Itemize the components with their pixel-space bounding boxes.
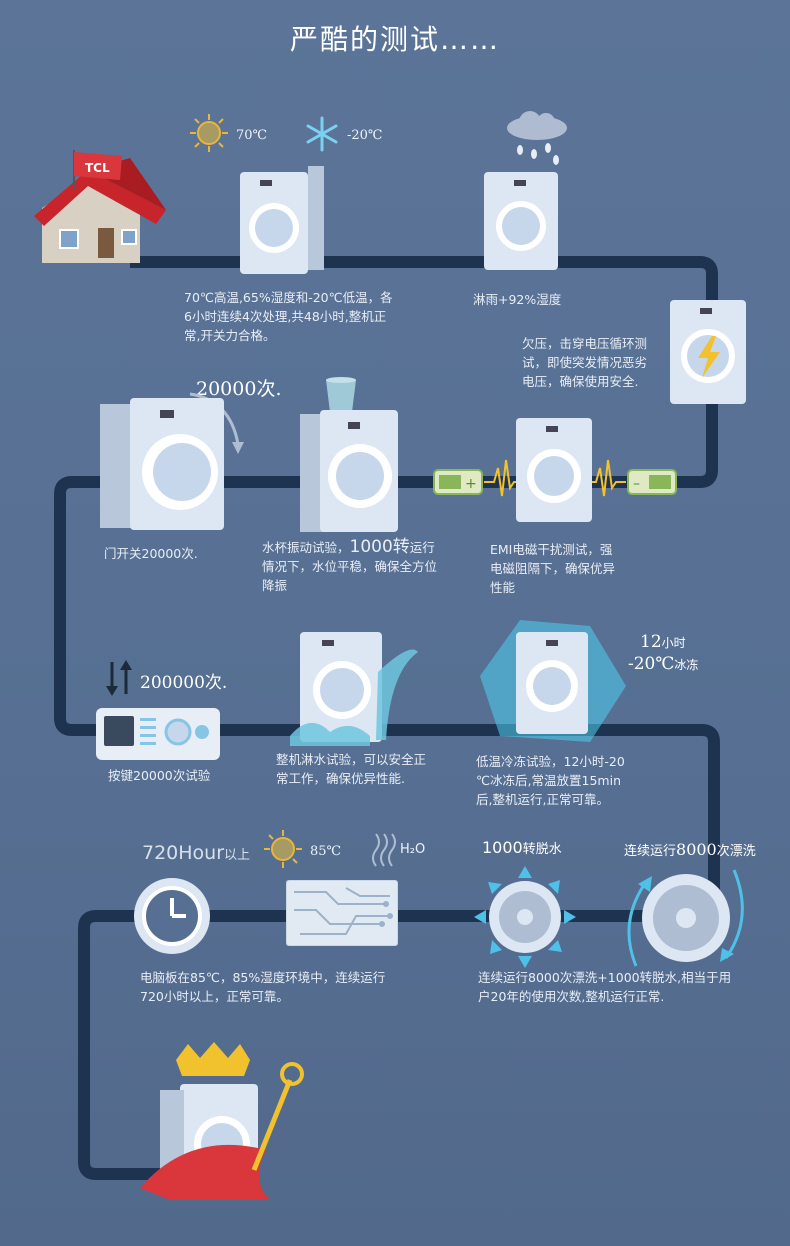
sun-icon [190,114,228,152]
desc-line: 低温冷冻试验，12小时-20 [476,754,625,769]
desc-line: EMI电磁干扰测试，强 [490,542,613,557]
svg-text:+: + [465,476,477,492]
up-down-arrows-icon [106,660,132,696]
emi-illustration: + – [433,418,677,522]
desc-text: 水杯振动试验， [262,540,350,555]
desc-line: 70℃高温,65%湿度和-20℃低温，各 [184,290,393,305]
sun-icon [264,830,302,868]
desc-line: 常工作，确保优异性能. [276,771,405,786]
freeze-duration: 12小时 [640,632,686,652]
steam-icon [372,833,396,867]
desc-line: 整机淋水试验，可以安全正 [276,752,427,767]
page-title: 严酷的测试…… [289,23,500,56]
desc-line: ℃冰冻后,常温放置15min [476,773,621,788]
desc-line: 试，即使突发情况恶劣 [522,355,648,370]
rinse-drum-icon [627,869,744,967]
step3-description: 欠压，击穿电压循环测试，即使突发情况恶劣电压，确保使用安全. [522,334,672,391]
washer-water-cup-illustration [300,377,398,532]
step2-description: 淋雨+92%湿度 [473,292,562,307]
freeze-temp-unit: 冰冻 [674,658,699,672]
desc-line: 情况下，水位平稳，确保全方位 [262,559,438,574]
step9-description: 低温冷冻试验，12小时-20 ℃冰冻后,常温放置15min 后,整机运行,正常可靠。 [476,752,646,809]
cold-temperature: -20℃ [347,128,383,143]
circuit-board-illustration [286,880,398,946]
step4-description: 门开关20000次. [104,546,198,561]
rinse-count-label: 连续运行8000次漂洗 [624,840,756,859]
desc-line: 电磁阻隔下，确保优异 [490,561,616,576]
desc-line: 性能 [490,580,516,595]
step6-description: EMI电磁干扰测试，强电磁阻隔下，确保优异性能 [490,540,650,597]
desc-line: 连续运行8000次漂洗+1000转脱水,相当于用 [478,970,732,985]
door-cycle-count: 20000次. [196,378,282,400]
rinse-text: 连续运行 [624,844,677,859]
snowflake-icon [306,116,338,152]
scepter-icon [280,1062,304,1086]
tcl-flag-text: TCL [85,161,110,175]
crowned-washer-illustration [140,1042,304,1200]
svg-text:–: – [633,476,640,492]
washer-voltage-illustration [670,300,746,404]
spin-speed-unit: 转脱水 [522,842,562,857]
desc-line: 电压，确保使用安全. [522,374,639,389]
desc-line: 720小时以上，正常可靠。 [140,989,289,1004]
washer-illustration [484,172,558,270]
spin-drum-icon [474,866,576,968]
run-hours-unit: 以上 [224,848,251,863]
freeze-hours-unit: 小时 [661,636,686,650]
step1-description: 70℃高温,65%湿度和-20℃低温，各 6小时连续4次处理,共48小时,整机正常… [184,288,434,345]
rinse-text: 次漂洗 [716,844,756,859]
run-hours: 720Hour以上 [142,842,250,864]
desc-line: 常,开关力合格。 [184,328,276,343]
desc-highlight: 1000转 [349,537,410,557]
board-temperature: 85℃ [310,844,342,859]
h2o-label: H₂O [400,842,426,857]
freeze-temp: -20℃ [628,654,675,674]
step8-description: 整机淋水试验，可以安全正常工作，确保优异性能. [276,750,456,788]
desc-text: 运行 [409,540,435,555]
desc-line: 欠压，击穿电压循环测 [522,336,648,351]
lightning-icon [698,336,720,378]
run-hours-value: 720Hour [142,842,225,864]
washer-splash-illustration [290,632,418,746]
freeze-temperature: -20℃冰冻 [628,654,698,674]
desc-line: 降振 [262,578,288,593]
control-panel-illustration [96,708,220,760]
step12-description: 连续运行8000次漂洗+1000转脱水,相当于用户20年的使用次数,整机运行正常… [478,968,768,1006]
desc-line: 户20年的使用次数,整机运行正常. [478,989,665,1004]
washer-door-open-illustration [100,398,224,530]
freeze-hours: 12 [640,632,662,652]
spin-speed-label: 1000转脱水 [482,838,562,857]
crown-icon [176,1042,250,1076]
desc-line: 6小时连续4次处理,共48小时,整机正 [184,309,387,324]
rain-cloud-icon [507,111,567,165]
tcl-house-illustration: TCL [34,150,166,263]
button-press-count: 200000次. [140,673,228,693]
washer-illustration [240,166,324,274]
step10-description: 电脑板在85℃，85%湿度环境中，连续运行 720小时以上，正常可靠。 [140,968,440,1006]
desc-line: 后,整机运行,正常可靠。 [476,792,609,807]
spin-speed-value: 1000 [482,838,523,857]
desc-line: 电脑板在85℃，85%湿度环境中，连续运行 [140,970,386,985]
rinse-count: 8000 [676,840,717,859]
hot-temperature: 70℃ [236,128,268,143]
step7-description: 按键20000次试验 [108,768,211,783]
clock-icon [134,878,210,954]
washer-frozen-illustration [480,620,626,742]
step5-description: 水杯振动试验，1000转运行 情况下，水位平稳，确保全方位降振 [262,538,462,595]
